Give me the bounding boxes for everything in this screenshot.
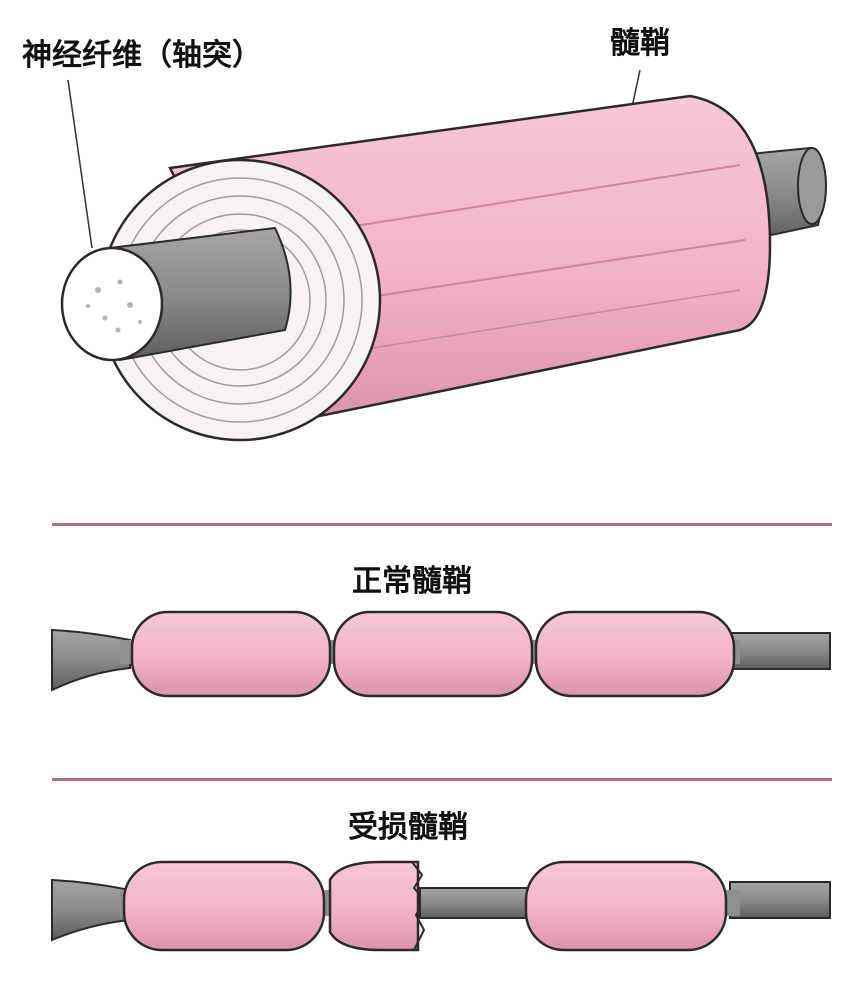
damaged-myelin-segment-1	[122, 860, 326, 952]
normal-myelin-segment-1	[130, 610, 332, 698]
divider-top	[52, 523, 832, 526]
damaged-myelin-segment-3	[524, 860, 728, 952]
axon-front	[60, 226, 292, 362]
normal-myelin-segment-2	[332, 610, 534, 698]
axon-label: 神经纤维（轴突）	[22, 38, 262, 73]
damaged-myelin-label: 受损髓鞘	[348, 810, 468, 845]
normal-myelin-segment-3	[534, 610, 736, 698]
myelin-label: 髓鞘	[610, 26, 670, 61]
normal-myelin-row	[51, 610, 831, 698]
divider-bottom	[52, 778, 832, 781]
damaged-myelin-fragment	[328, 860, 420, 952]
axon-pointer-line	[67, 79, 93, 249]
normal-myelin-label: 正常髓鞘	[352, 564, 472, 599]
damaged-myelin-row	[51, 860, 831, 952]
